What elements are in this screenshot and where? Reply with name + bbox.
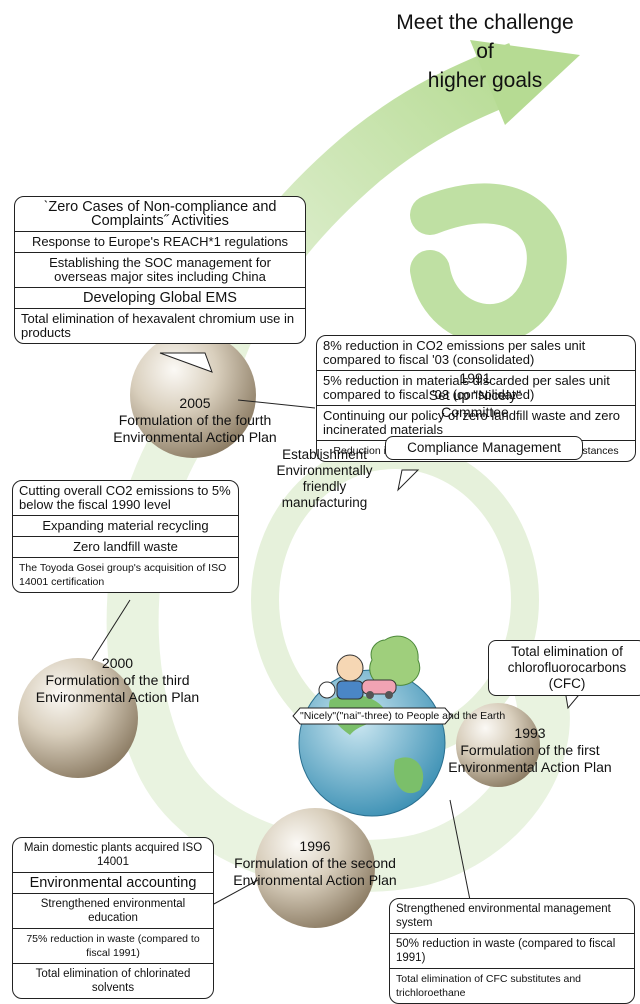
box-2005-target-row: Continuing our policy of zero landfill w… xyxy=(317,406,635,441)
compliance-callout: Compliance Management xyxy=(385,436,583,460)
goal-line-2: higher goals xyxy=(427,69,543,92)
ball-2000 xyxy=(18,658,138,778)
milestone-2005: 2005 Formulation of the fourth Environme… xyxy=(110,395,280,446)
car-wheel-2 xyxy=(385,691,393,699)
box-1996-row: 75% reduction in waste (compared to fisc… xyxy=(13,929,213,964)
box-1993-achievements: Strengthened environmental management sy… xyxy=(389,898,635,1004)
ball-2005 xyxy=(130,332,256,458)
pointer-top xyxy=(159,352,213,373)
milestone-year: 1996 xyxy=(299,838,331,854)
globe-banner-text: "Nicely"("nai"-three) to People and the … xyxy=(300,710,506,722)
milestone-text: Formulation of the first Environmental A… xyxy=(448,742,612,775)
person-head xyxy=(336,654,364,682)
box-2000-row: Zero landfill waste xyxy=(13,537,238,558)
milestone-1996: 1996 Formulation of the second Environme… xyxy=(215,838,415,889)
box-2005-target-row: 8% reduction in CO2 emissions per sales … xyxy=(317,336,635,371)
box-2005-row: ˋZero Cases of Non-compliance and Compla… xyxy=(15,197,305,232)
person-body xyxy=(336,680,364,700)
arrow-head xyxy=(470,40,580,125)
milestone-year: 2000 xyxy=(101,655,134,671)
box-2005-row: Establishing the SOC management for over… xyxy=(15,253,305,288)
milestone-text: Formulation of the second Environmental … xyxy=(233,855,397,888)
goal-title: Meet the challenge of higher goals xyxy=(385,8,585,95)
goal-line-1: Meet the challenge of xyxy=(396,11,574,63)
box-2005-row: Total elimination of hexavalent chromium… xyxy=(21,311,295,340)
line-1993 xyxy=(449,799,471,901)
milestone-year: 2005 xyxy=(179,395,211,411)
box-2000-targets: Cutting overall CO2 emissions to 5% belo… xyxy=(12,480,239,593)
milestone-2000: 2000 Formulation of the third Environmen… xyxy=(10,655,225,706)
box-2000-row: Cutting overall CO2 emissions to 5% belo… xyxy=(13,481,238,516)
milestone-year: 1991 xyxy=(459,370,491,386)
milestone-text: Formulation of the third Environmental A… xyxy=(35,672,200,705)
banner-band xyxy=(292,707,453,725)
milestone-text: Set up "Nicely" Committee xyxy=(428,387,522,420)
ball-1996 xyxy=(255,808,375,928)
dog xyxy=(318,681,336,699)
car-wheel-1 xyxy=(366,691,374,699)
milestone-text: Formulation of the fourth Environmental … xyxy=(113,412,277,445)
line-right xyxy=(237,399,316,409)
box-2000-row: The Toyoda Gosei group's acquisition of … xyxy=(19,562,227,588)
milestone-1991: 1991 Set up "Nicely" Committee xyxy=(420,370,530,421)
land-2 xyxy=(394,757,424,794)
box-1996-achievements: Main domestic plants acquired ISO 14001 … xyxy=(12,837,214,999)
box-1996-row: Environmental accounting xyxy=(13,873,213,894)
box-2005-row: Response to Europe's REACH*1 regulations xyxy=(15,232,305,253)
line-1996 xyxy=(211,879,259,906)
ball-1993 xyxy=(456,703,540,787)
box-1993-row: Total elimination of CFC substitutes and… xyxy=(396,973,582,999)
pointer-compliance xyxy=(397,469,420,492)
box-1996-row: Total elimination of chlorinated solvent… xyxy=(35,968,191,994)
milestone-year: 1993 xyxy=(514,725,546,741)
box-2005-activities: ˋZero Cases of Non-compliance and Compla… xyxy=(14,196,306,344)
cfc-callout: Total elimination of chlorofluorocarbons… xyxy=(488,640,640,696)
line-2000 xyxy=(91,599,131,661)
milestone-1993: 1993 Formulation of the first Environmen… xyxy=(425,725,635,776)
box-1996-row: Main domestic plants acquired ISO 14001 xyxy=(13,838,213,873)
box-2000-row: Expanding material recycling xyxy=(13,516,238,537)
box-2005-row: Developing Global EMS xyxy=(15,288,305,309)
tree xyxy=(369,635,421,686)
box-2005-target-row: 5% reduction in materials discarded per … xyxy=(317,371,635,406)
establishment-label: Establishment Environmentally friendly m… xyxy=(276,447,373,510)
box-1996-row: Strengthened environmental education xyxy=(13,894,213,929)
car xyxy=(361,679,397,695)
upper-loop xyxy=(410,183,567,344)
box-1993-row: Strengthened environmental management sy… xyxy=(390,899,634,934)
